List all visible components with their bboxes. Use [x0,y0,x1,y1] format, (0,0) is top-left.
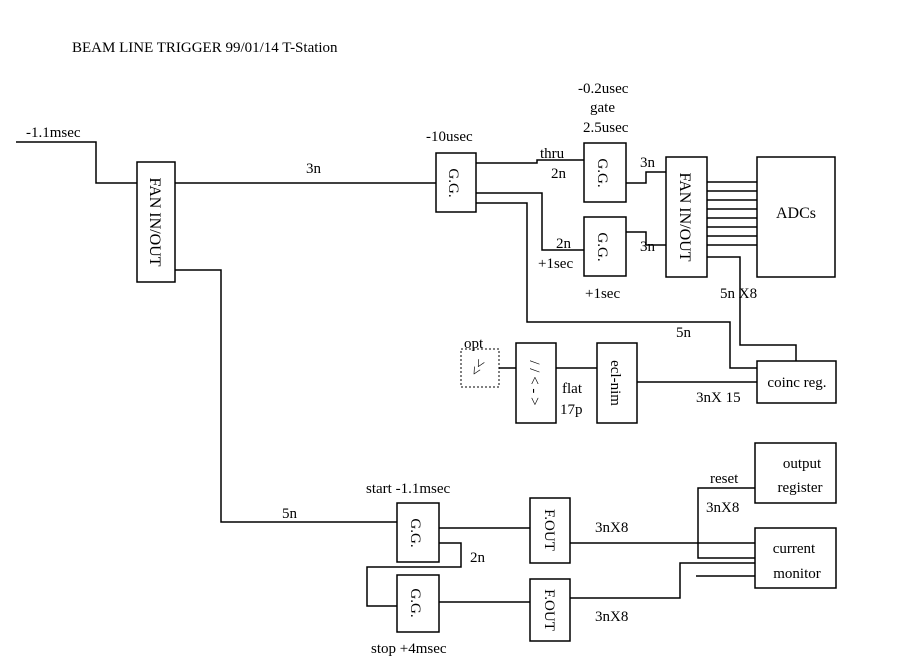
fan-in-out-1: FAN IN/OUT [136,161,176,283]
fan-out-2-label: F.OUT [541,589,557,631]
ecl-nim-box: ecl-nim [596,342,638,424]
fan-out-2: F.OUT [529,578,571,642]
output-register-line2: register [778,480,823,496]
cable-5n-coinc-label: 5n [676,325,692,341]
plus-1sec-left-label: +1sec [538,256,573,272]
thru-label: thru [540,146,565,162]
wire-to-coinc [476,202,757,369]
gate-label: gate [590,100,615,116]
coinc-cables-label: 3nX 15 [696,390,741,406]
current-monitor-line2: monitor [773,566,821,582]
plus-1sec-bottom-label: +1sec [585,286,620,302]
adcs-label: ADCs [776,205,816,222]
coinc-reg-label: coinc reg. [767,375,826,391]
reset-label: reset [710,471,739,487]
plus-2n-label: 2n [556,236,572,252]
diagram-title: BEAM LINE TRIGGER 99/01/14 T-Station [72,40,338,56]
fout2-cables-label: 3nX8 [595,609,628,625]
fan-in-out-2: FAN IN/OUT [665,156,708,278]
wire-start-stop-loop [366,542,462,607]
wire-fan2-to-coinc [707,256,797,361]
wire-to-plus-gg [476,192,584,251]
flat-label: flat [562,381,583,397]
wire-fout2-to-monitor [570,562,755,599]
output-register-line1: output [783,456,822,472]
fan-out-1: F.OUT [529,497,571,564]
fan-in-out-1-label: FAN IN/OUT [146,177,163,266]
adcs-box: ADCs [756,156,836,278]
wire-input [16,141,137,184]
thru-2n-label: 2n [551,166,567,182]
output-register-box: output register [754,442,837,504]
out-3n-top-label: 3n [640,155,656,171]
input-delay-label: -1.1msec [26,125,81,141]
opt-box: << [460,348,500,388]
loop-2n-label: 2n [470,550,486,566]
fout1-cables-label: 3nX8 [595,520,628,536]
gate-generator-thru: G.G. [583,142,627,203]
gate-generator-main: G.G. [435,152,477,213]
coinc-reg-box: coinc reg. [756,360,837,404]
converter-label: / / < - > [526,360,542,405]
wires [16,141,797,607]
opt-symbol: << [467,357,489,380]
opt-label: opt [464,336,484,352]
gate-generator-thru-label: G.G. [594,158,610,187]
gate-generator-start-label: G.G. [407,518,423,547]
gate-generator-main-label: G.G. [445,168,461,197]
current-monitor-line1: current [773,541,816,557]
annotations: -1.1msec 3n -10usec thru 2n -0.2usec gat… [26,81,757,657]
ecl-nim-label: ecl-nim [607,360,623,406]
gate-generator-stop-label: G.G. [407,588,423,617]
gate-width-label: 2.5usec [583,120,629,136]
wire-reset-1 [697,487,755,559]
minus02usec-label: -0.2usec [578,81,629,97]
wire-fan1-to-start [175,269,397,523]
start-label: start -1.1msec [366,481,450,497]
wire-gg-thru-to-fan2 [626,171,666,184]
fan-out-1-label: F.OUT [541,509,557,551]
wire-thru [476,159,584,164]
gate-generator-plus-label: G.G. [594,232,610,261]
flat-17p-label: 17p [560,402,583,418]
fan-in-out-2-label: FAN IN/OUT [676,172,693,261]
stop-label: stop +4msec [371,641,447,657]
minus10usec-label: -10usec [426,129,473,145]
converter-box: / / < - > [515,342,557,424]
out-3n-bottom-label: 3n [640,239,656,255]
cable-5n-start-label: 5n [282,506,298,522]
gate-generator-stop: G.G. [396,574,440,633]
adc-cables-label: 5n X8 [720,286,757,302]
gate-generator-plus: G.G. [583,216,627,277]
current-monitor-box: current monitor [754,527,837,589]
reset-cables-label: 3nX8 [706,500,739,516]
wire-gg-plus-to-fan2 [626,231,666,246]
cable-3n-main-label: 3n [306,161,322,177]
gate-generator-start: G.G. [396,502,440,563]
